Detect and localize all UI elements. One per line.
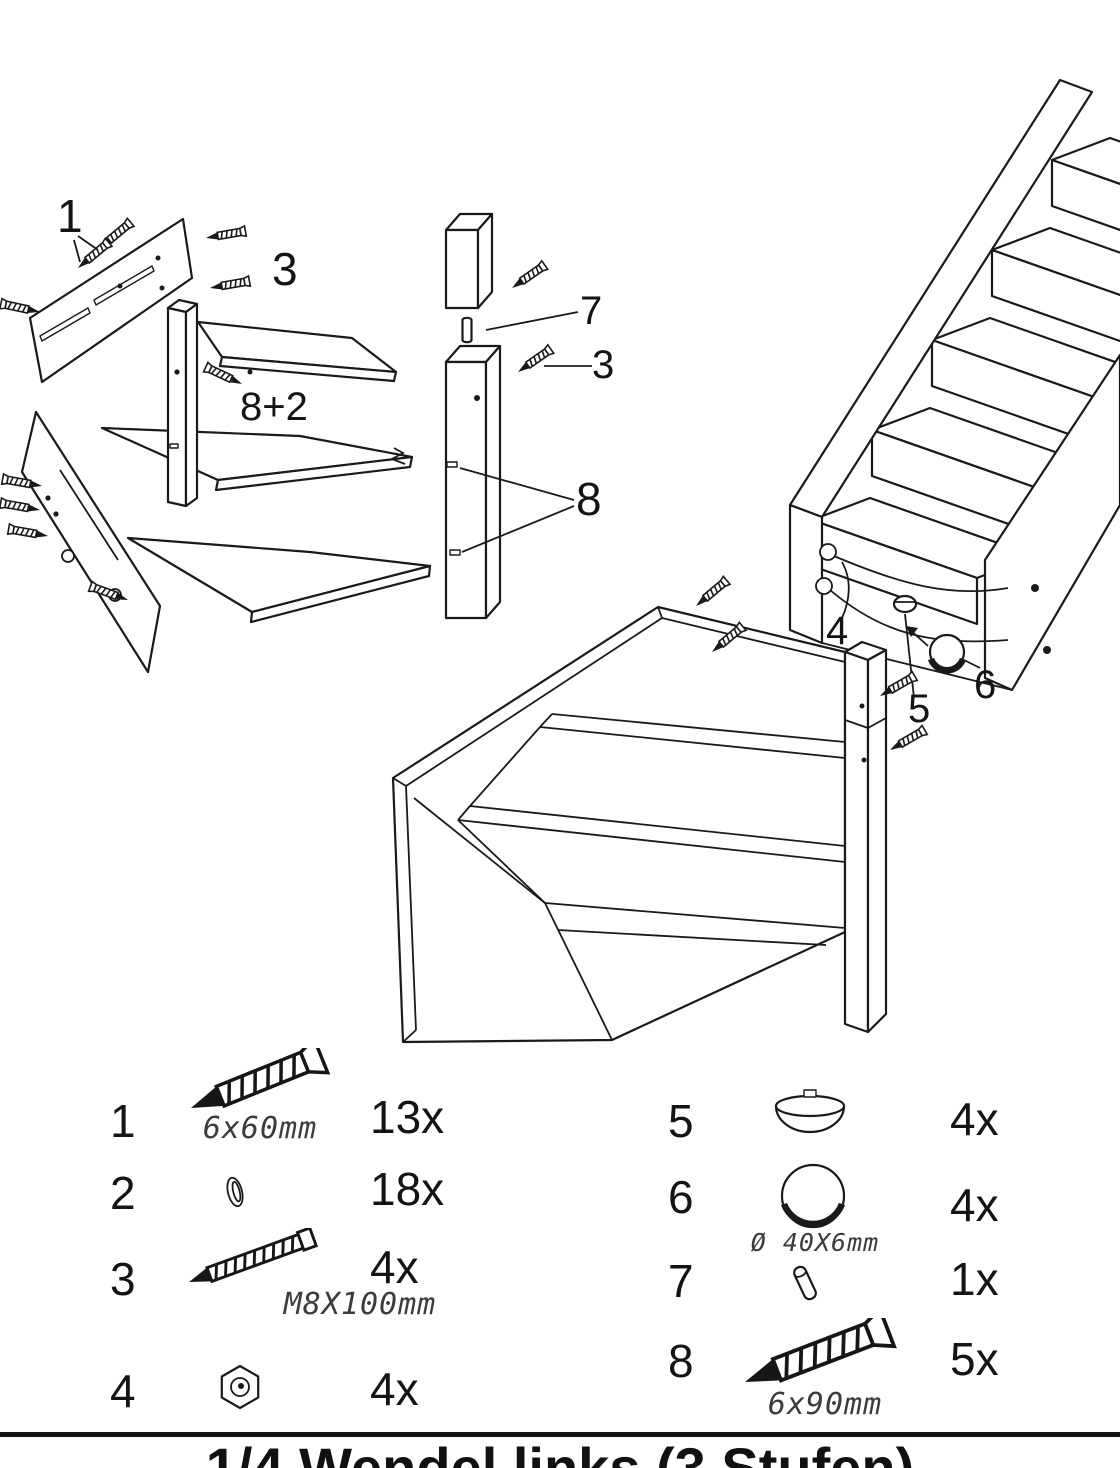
part-number: 8: [668, 1335, 694, 1387]
part-number: 3: [110, 1253, 136, 1305]
part-quantity: 1x: [950, 1253, 999, 1305]
hex-nut-icon: [220, 1364, 260, 1410]
cover-cap-icon: [774, 1089, 846, 1134]
part-label: 6x60mm: [202, 1111, 318, 1146]
part-number: 5: [668, 1095, 694, 1147]
dowel-pin-icon: [793, 1265, 817, 1301]
callout-8-2: 8+2: [240, 385, 308, 429]
callout-6: 6: [974, 663, 996, 707]
callout-8: 8: [576, 473, 602, 525]
part-quantity: 4x: [950, 1179, 999, 1231]
assembly-diagram: 1 3 8+2 7 3 8 4 5 6: [0, 78, 1120, 1044]
callout-1: 1: [57, 190, 83, 242]
callout-4: 4: [826, 609, 848, 653]
part-label: 6x90mm: [767, 1387, 883, 1422]
part-quantity: 5x: [950, 1333, 999, 1385]
part-number: 7: [668, 1255, 694, 1307]
part-label: Ø 40X6mm: [750, 1228, 880, 1257]
callout-7: 7: [580, 289, 602, 333]
wood-screw-long-icon: [735, 1318, 896, 1398]
divider-rule: [0, 1432, 1120, 1437]
hex-bolt-icon: [184, 1228, 318, 1293]
round-cover-icon: [780, 1163, 846, 1229]
part-number: 6: [668, 1171, 694, 1223]
winder-exploded-view: [0, 217, 432, 674]
part-number: 1: [110, 1095, 136, 1147]
callout-3a: 3: [272, 243, 298, 295]
part-quantity: 4x: [370, 1363, 419, 1415]
part-number: 4: [110, 1365, 136, 1417]
part-quantity: 18x: [370, 1163, 445, 1215]
part-label: M8X100mm: [283, 1287, 437, 1322]
part-quantity: 13x: [370, 1091, 445, 1143]
page-title: 1/4 Wendel links (3 Stufen): [0, 1440, 1120, 1468]
oval-washer-icon: [226, 1176, 244, 1208]
part-number: 2: [110, 1167, 136, 1219]
part-quantity: 4x: [950, 1093, 999, 1145]
callout-3b: 3: [592, 343, 614, 387]
assembled-winder-unit: [391, 575, 929, 1044]
part-quantity: 4x: [370, 1241, 419, 1293]
newel-post-exploded-view: [444, 212, 592, 620]
straight-stair-view: [788, 78, 1120, 699]
callout-5: 5: [908, 687, 930, 731]
